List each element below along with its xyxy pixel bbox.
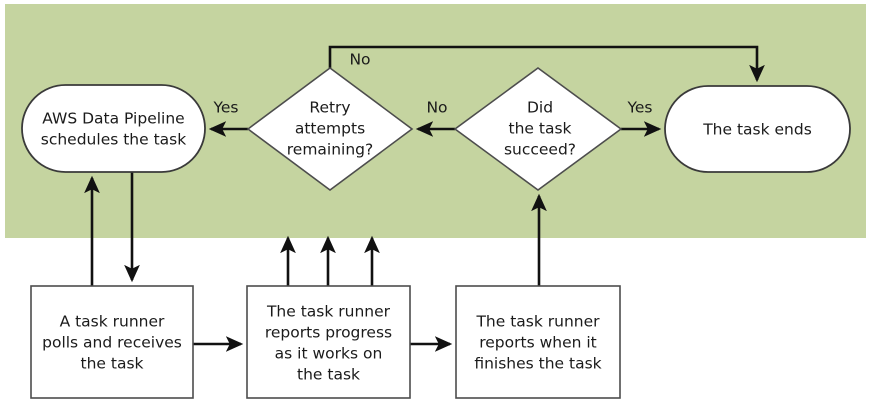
node-task-runner-progress[interactable]: The task runner reports progress as it w… (246, 285, 411, 399)
node-task-succeed-line-1: Did (527, 99, 553, 117)
edge-label-succeed-no: No (426, 99, 447, 117)
node-retry-attempts-line-2: attempts (295, 120, 365, 138)
node-task-runner-polls-line-2: polls and receives (42, 334, 182, 352)
node-task-runner-progress-line-2: reports progress (265, 324, 392, 342)
node-task-runner-polls-line-3: the task (81, 355, 144, 373)
node-retry-attempts[interactable]: Retry attempts remaining? (246, 67, 414, 191)
node-task-runner-finishes[interactable]: The task runner reports when it finishes… (455, 285, 621, 399)
node-retry-attempts-line-1: Retry (309, 99, 350, 117)
node-pipeline-schedules[interactable]: AWS Data Pipeline schedules the task (21, 84, 206, 173)
node-task-runner-polls[interactable]: A task runner polls and receives the tas… (30, 285, 194, 399)
node-task-ends-label: The task ends (702, 121, 812, 139)
node-retry-attempts-line-3: remaining? (287, 141, 374, 159)
node-task-runner-progress-line-3: as it works on (275, 345, 383, 363)
node-pipeline-schedules-line-1: AWS Data Pipeline (42, 110, 184, 128)
edge-retry-no-to-task-ends (328, 45, 765, 83)
node-task-runner-progress-line-1: The task runner (266, 303, 391, 321)
edge-label-retry-no: No (349, 51, 370, 69)
node-task-runner-finishes-line-2: reports when it (479, 334, 597, 352)
node-task-runner-polls-line-1: A task runner (60, 313, 165, 331)
node-pipeline-schedules-line-2: schedules the task (41, 131, 186, 149)
node-task-runner-progress-line-4: the task (297, 366, 360, 384)
node-task-succeed[interactable]: Did the task succeed? (453, 67, 623, 191)
node-task-runner-finishes-line-3: finishes the task (474, 355, 601, 373)
node-task-ends[interactable]: The task ends (664, 85, 851, 173)
node-task-runner-finishes-line-1: The task runner (475, 313, 600, 331)
node-task-succeed-line-2: the task (509, 120, 572, 138)
edge-label-retry-yes: Yes (212, 99, 238, 117)
node-task-succeed-line-3: succeed? (504, 141, 576, 159)
edge-label-succeed-yes: Yes (626, 99, 652, 117)
